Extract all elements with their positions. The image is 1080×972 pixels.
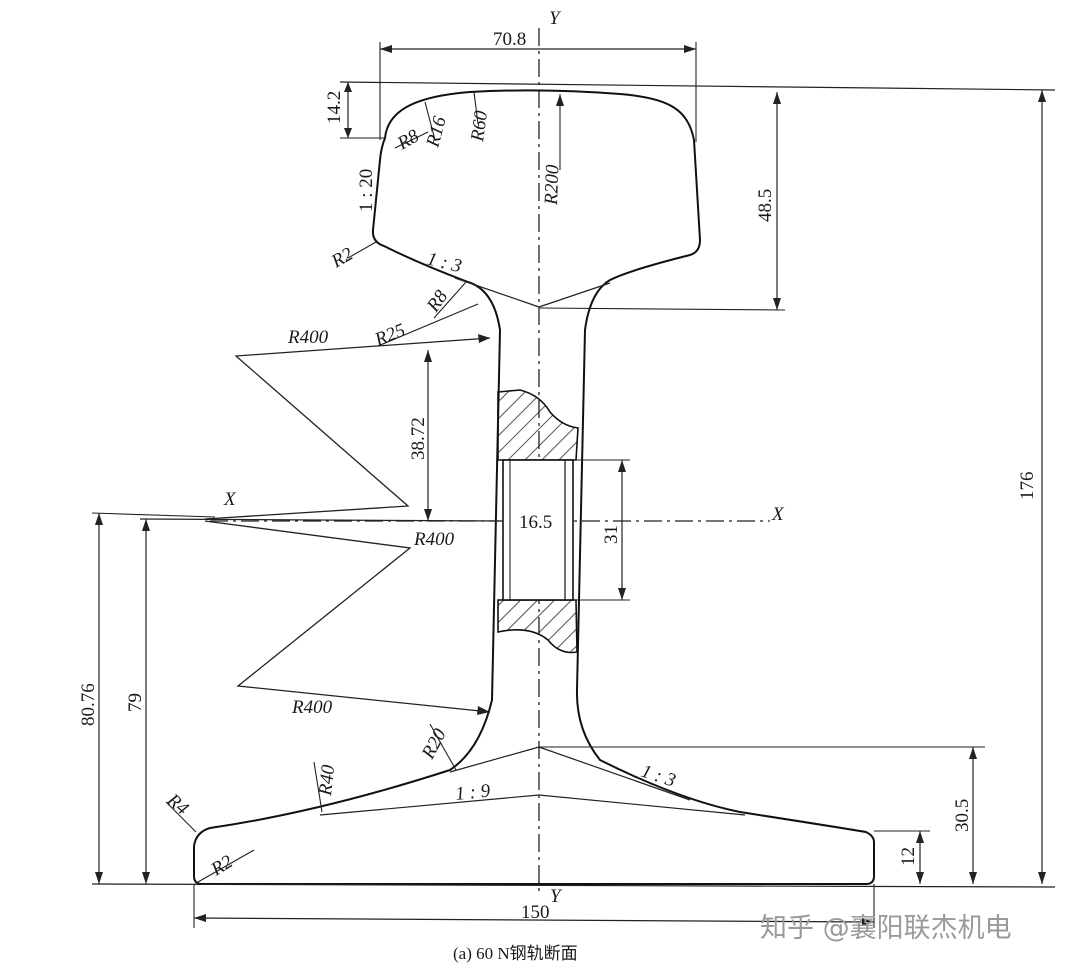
bolt-hole — [502, 459, 574, 601]
head-slope-line-left — [454, 277, 540, 308]
dim-hole-height-label: 31 — [601, 525, 622, 544]
dim-head-drop-label: 14.2 — [324, 91, 345, 124]
dim-foot-width-arrow-right — [862, 918, 874, 926]
dim-hole-height-arrow-top — [618, 460, 626, 472]
x-axis-label-right: X — [771, 504, 785, 525]
x-axis-label-left: X — [223, 489, 237, 510]
dim-head-height-label: 48.5 — [755, 189, 776, 222]
leader-r25 — [377, 303, 479, 347]
dim-total-height-arrow-bottom — [1038, 872, 1046, 884]
radius-r8-head-label: R8 — [393, 125, 423, 154]
dim-foot-slope-label: 30.5 — [952, 799, 973, 832]
web-hatch-lower — [497, 599, 578, 654]
y-axis-label-bottom: Y — [550, 886, 563, 907]
radius-r20-label: R20 — [417, 725, 451, 763]
leader-r8-head — [394, 131, 429, 149]
dim-neutral-axis-ext-top — [91, 512, 216, 518]
dim-head-width-arrow-right — [684, 45, 696, 53]
radius-r16-label: R16 — [422, 114, 451, 150]
top-reference-line — [339, 81, 1056, 91]
foot-slope-line-right — [538, 746, 691, 801]
figure-caption: (a) 60 N钢轨断面 — [453, 944, 578, 963]
leader-r2-head — [347, 241, 377, 259]
dim-foot-edge-arrow-top — [916, 831, 924, 843]
dim-hole-width-label: 16.5 — [519, 512, 552, 533]
head-slope-line-right — [538, 282, 611, 308]
dim-foot-edge-label: 12 — [898, 847, 919, 866]
dim-hole-height-arrow-bottom — [618, 588, 626, 600]
leader-r2-foot — [197, 849, 255, 883]
dim-total-height-label: 176 — [1017, 472, 1038, 501]
r400-construction-axis — [139, 518, 501, 522]
dim-head-drop-arrow-bottom — [344, 128, 352, 138]
web-hatch-upper — [497, 389, 579, 461]
radius-r400-middle-label: R400 — [413, 529, 455, 550]
leader-r60 — [473, 91, 479, 125]
slope-foot-outer-label: 1 : 3 — [638, 761, 678, 792]
bottom-reference-line — [91, 883, 1056, 888]
dim-foot-slope-arrow-top — [969, 747, 977, 759]
leader-r8-fillet — [433, 281, 467, 319]
leader-r20 — [429, 723, 457, 771]
dim-hole-center-label: 79 — [125, 693, 146, 712]
leader-r200-arrow — [556, 94, 564, 106]
dim-neutral-axis-label: 80.76 — [78, 683, 99, 726]
dim-total-height-arrow-top — [1038, 90, 1046, 102]
dim-foot-slope-arrow-bottom — [969, 872, 977, 884]
radius-r200-label: R200 — [541, 164, 563, 206]
dim-head-drop-arrow-top — [344, 82, 352, 92]
leader-r16 — [424, 101, 436, 141]
leader-r400-lower-arrow — [477, 706, 490, 715]
dim-foot-width-label: 150 — [521, 902, 550, 923]
radius-r40-label: R40 — [315, 763, 339, 797]
rail-profile-outline — [193, 89, 875, 885]
radius-r2-foot-label: R2 — [207, 851, 237, 881]
foot-inner-line-right — [538, 794, 746, 816]
foot-inner-line-left — [319, 794, 540, 816]
dim-head-height-ext — [539, 307, 786, 311]
radius-r400-lower-label: R400 — [291, 697, 333, 718]
dim-head-height-arrow-bottom — [773, 298, 781, 310]
dim-foot-edge-arrow-bottom — [916, 872, 924, 884]
dim-head-height-arrow-top — [773, 92, 781, 104]
slope-foot-inner-label: 1 : 9 — [454, 780, 491, 805]
radius-r60-label: R60 — [467, 109, 492, 144]
dim-web-ref-label: 38.72 — [408, 417, 429, 460]
dim-web-ref-arrow-top — [424, 350, 432, 362]
foot-slope-line-left — [449, 746, 540, 773]
dim-head-width-label: 70.8 — [493, 29, 526, 50]
r400-construction-upper — [204, 337, 491, 520]
dim-web-ref-arrow-bottom — [424, 509, 432, 521]
dim-neutral-axis-arrow-bottom — [95, 872, 103, 884]
dim-neutral-axis-arrow-top — [95, 513, 103, 525]
leader-r40 — [313, 761, 323, 813]
radius-r400-upper-label: R400 — [287, 327, 329, 348]
radius-r4-label: R4 — [162, 789, 193, 820]
watermark: 知乎 @襄阳联杰机电 — [760, 913, 1012, 944]
radius-r8-fillet-label: R8 — [422, 286, 452, 317]
slope-side-taper-label: 1 : 20 — [356, 169, 377, 212]
y-axis-label-top: Y — [549, 8, 562, 29]
leader-r400-upper-arrow — [478, 334, 490, 343]
dim-hole-center-arrow-bottom — [142, 872, 150, 884]
dim-head-width-arrow-left — [380, 45, 392, 53]
dim-foot-width-arrow-left — [194, 914, 206, 922]
radius-r2-head-label: R2 — [327, 243, 357, 272]
dim-hole-center-arrow-top — [142, 519, 150, 531]
slope-head-underside-label: 1 : 3 — [425, 248, 464, 277]
r400-construction-lower — [204, 520, 491, 713]
leader-r4 — [165, 801, 197, 833]
dim-foot-width-line — [193, 917, 875, 923]
